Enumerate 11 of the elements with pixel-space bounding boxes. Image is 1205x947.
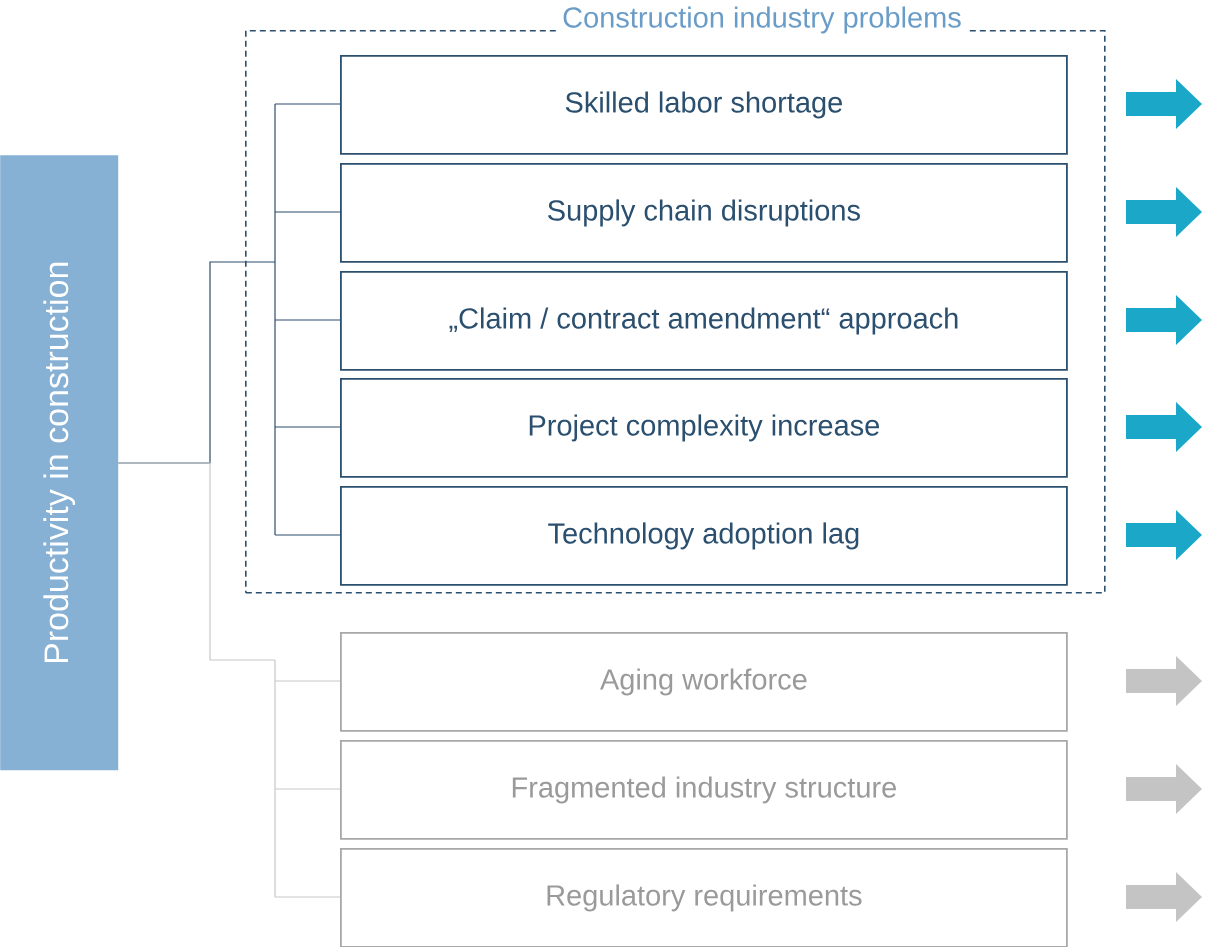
problem-box: Project complexity increase xyxy=(340,378,1068,478)
problem-box: Skilled labor shortage xyxy=(340,55,1068,155)
problem-box: „Claim / contract amendment“ approach xyxy=(340,271,1068,371)
problem-box: Regulatory requirements xyxy=(340,848,1068,947)
connector-line xyxy=(117,462,341,898)
problem-box: Technology adoption lag xyxy=(340,486,1068,586)
problem-box: Aging workforce xyxy=(340,632,1068,732)
node-label: Construction industry problems xyxy=(563,6,961,34)
problem-box: Fragmented industry structure xyxy=(340,740,1068,840)
category-bar: Productivity in construction xyxy=(0,155,119,771)
problem-box: Supply chain disruptions xyxy=(340,163,1068,263)
